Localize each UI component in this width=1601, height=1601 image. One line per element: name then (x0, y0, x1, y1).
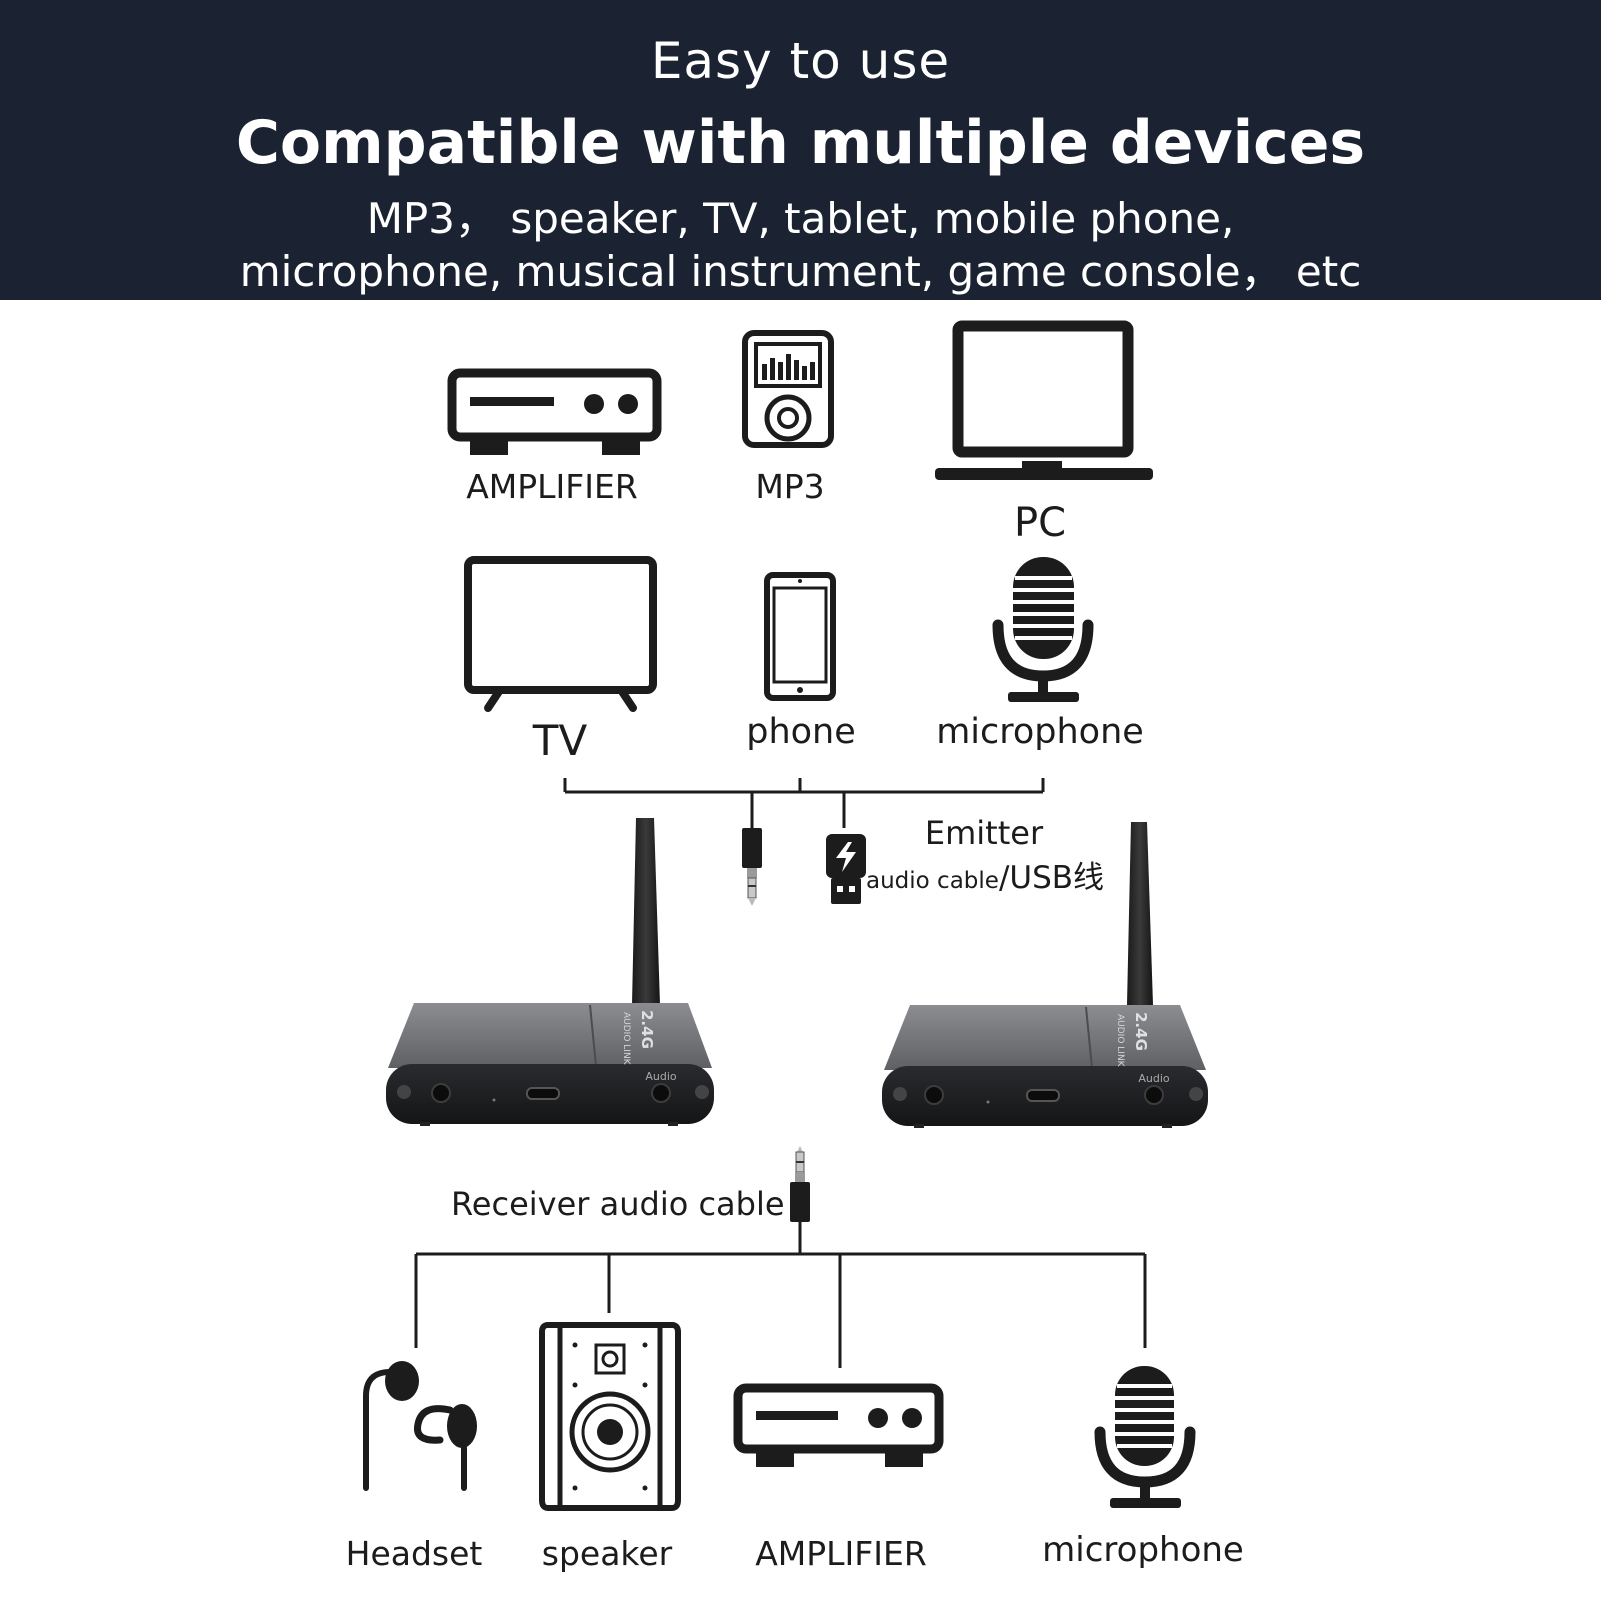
phone-icon (764, 572, 836, 701)
device-port-label: Audio (645, 1070, 677, 1083)
tv-icon (464, 556, 657, 712)
microphone-icon (992, 557, 1094, 702)
headset-icon (363, 1361, 477, 1491)
amplifier-output-label: AMPLIFIER (755, 1534, 927, 1573)
speaker-label: speaker (541, 1534, 673, 1573)
receiver-device: Audio 2.4G AUDIO LINK (882, 822, 1208, 1128)
source-connector-lines (563, 778, 1045, 828)
emitter-cable-small-text: audio cable (866, 868, 999, 894)
mp3-player-icon (742, 330, 834, 448)
microphone-label: microphone (936, 712, 1144, 752)
device-port-label: Audio (1138, 1072, 1170, 1085)
audio-jack-icon (742, 828, 762, 906)
header-banner: Easy to use Compatible with multiple dev… (0, 0, 1601, 300)
headset-label: Headset (345, 1534, 483, 1573)
device-model-label: AUDIO LINK (621, 1012, 631, 1066)
tv-label: TV (532, 716, 588, 765)
emitter-cable-label: audio cable/USB线 (866, 852, 1104, 897)
device-list-line-2: microphone, musical instrument, game con… (239, 247, 1362, 296)
amplifier-icon (447, 368, 662, 455)
microphone-icon (1094, 1366, 1196, 1508)
emitter-cable-large-text: /USB线 (998, 860, 1105, 896)
output-connector-lines (414, 1222, 1147, 1368)
phone-label: phone (746, 712, 856, 752)
device-list-line-1: MP3， speaker, TV, tablet, mobile phone, (366, 194, 1235, 243)
speaker-icon (539, 1322, 681, 1511)
emitter-device: Audio 2.4G AUDIO LINK (386, 818, 714, 1126)
device-model-label: AUDIO LINK (1115, 1014, 1125, 1068)
headline: Compatible with multiple devices (235, 108, 1366, 178)
laptop-icon (935, 320, 1153, 480)
receiver-cable-label: Receiver audio cable (451, 1185, 785, 1223)
microphone-output-label: microphone (1042, 1530, 1244, 1570)
amplifier-label: AMPLIFIER (466, 467, 638, 506)
pc-label: PC (1013, 500, 1067, 546)
emitter-label: Emitter (924, 814, 1044, 852)
audio-jack-icon (790, 1146, 810, 1222)
mp3-label: MP3 (755, 467, 825, 506)
device-band-label: 2.4G (638, 1010, 656, 1049)
device-band-label: 2.4G (1132, 1012, 1150, 1051)
tagline: Easy to use (650, 32, 951, 90)
usb-plug-icon (826, 834, 866, 904)
amplifier-icon (733, 1383, 944, 1467)
